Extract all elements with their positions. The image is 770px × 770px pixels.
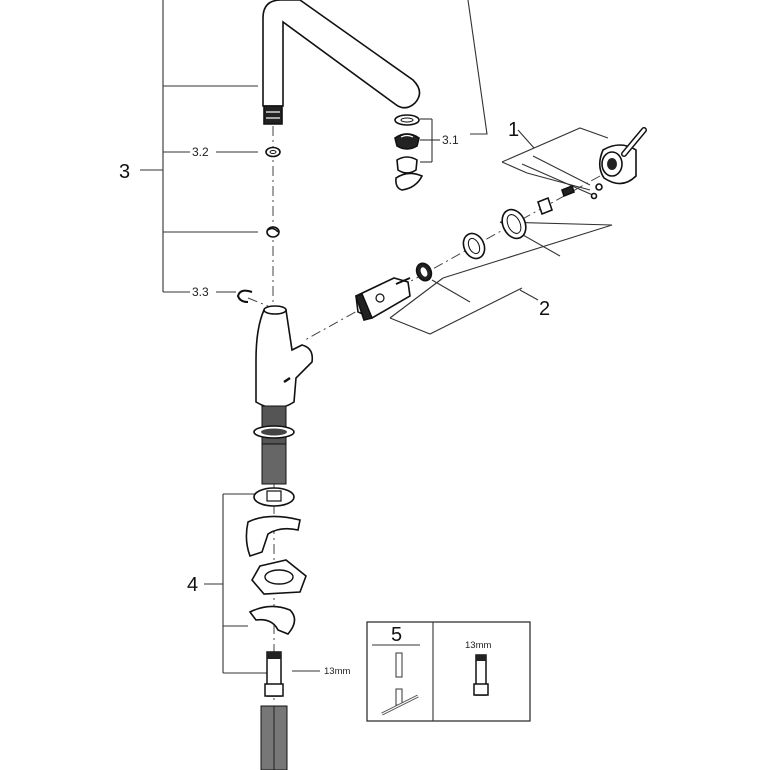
label-part-3-2: 3.2 [192, 145, 209, 159]
mounting-set-part-4 [245, 487, 307, 770]
label-part-3: 3 [119, 161, 130, 183]
label-part-4: 4 [187, 574, 198, 596]
spout-part-3 [262, 0, 421, 125]
socket-wrench-part-5 [473, 654, 489, 696]
bracket-part-2 [389, 221, 613, 335]
faucet-body [253, 305, 314, 485]
clip-part-3-3 [236, 289, 253, 303]
tool-key-part-5 [381, 652, 419, 716]
tool-box-part-5 [366, 621, 531, 722]
label-part-3-1: 3.1 [442, 133, 459, 147]
label-part-2: 2 [539, 298, 550, 320]
label-part-4-wrench-size: 13mm [324, 666, 350, 677]
aerator-part-3-1 [394, 114, 424, 191]
label-part-3-3: 3.3 [192, 285, 209, 299]
label-part-5-wrench-size: 13mm [465, 640, 491, 651]
axis-line-cartridge [304, 175, 601, 341]
label-part-1: 1 [508, 119, 519, 141]
cartridge-part-2 [354, 184, 575, 321]
bracket-part-3-1 [420, 0, 488, 163]
handle-part-1 [590, 127, 647, 200]
bracket-part-3 [140, 0, 258, 293]
bracket-part-4 [204, 493, 320, 674]
label-part-5: 5 [391, 624, 402, 646]
bracket-part-1 [501, 127, 609, 197]
